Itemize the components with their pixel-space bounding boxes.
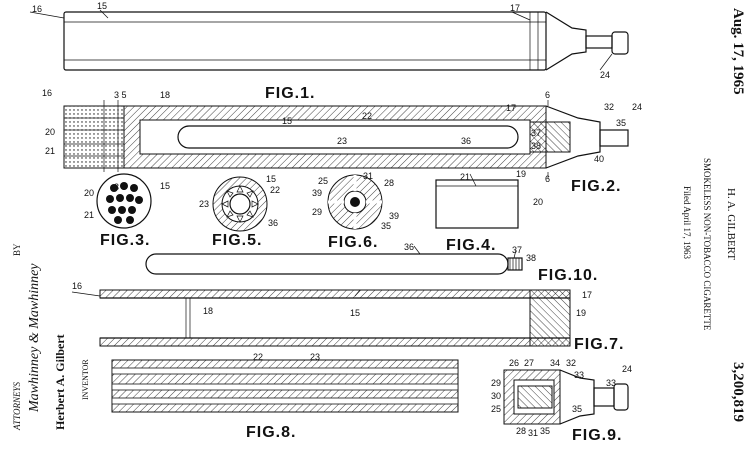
section-3-5-top: 3 5 [114,90,127,100]
fig6-drawing [328,175,382,229]
inventor-full-name: Herbert A. Gilbert [53,334,67,430]
ref-30-fig9: 30 [491,391,501,401]
ref-20-fig2: 20 [45,127,55,137]
fig4-drawing [436,174,518,228]
ref-27-fig9: 27 [524,358,534,368]
fig2-label: FIG.2. [571,178,621,195]
ref-20-fig3: 20 [84,188,94,198]
fig3-label: FIG.3. [100,232,150,249]
ref-19-fig2: 19 [516,169,526,179]
ref-26-fig9: 26 [509,358,519,368]
ref-17: 17 [510,3,520,13]
ref-23-fig5: 23 [199,199,209,209]
ref-36-fig2: 36 [461,136,471,146]
fig7-label: FIG.7. [574,336,624,353]
ref-40-fig2: 40 [594,154,604,164]
ref-22-fig5: 22 [270,185,280,195]
ref-32-fig2: 32 [604,102,614,112]
ref-34-fig9: 34 [550,358,560,368]
ref-15-fig2: 15 [282,116,292,126]
ref-25-fig9: 25 [491,404,501,414]
ref-35-fig2: 35 [616,118,626,128]
ref-32-fig9: 32 [566,358,576,368]
ref-22-fig8: 22 [253,352,263,362]
ref-24-fig9: 24 [622,364,632,374]
ref-15-fig3: 15 [160,181,170,191]
patent-number: 3,200,819 [730,362,746,422]
ref-21-fig4: 21 [460,172,470,182]
fig4-label: FIG.4. [446,237,496,254]
attorneys-label: ATTORNEYS [12,381,22,431]
ref-22-fig2: 22 [362,111,372,121]
section-6-bottom: 6 [545,174,550,184]
ref-39-fig6-right: 39 [389,211,399,221]
ref-15-fig5: 15 [266,174,276,184]
inventor-name-header: H. A. GILBERT [725,188,737,260]
ref-16-fig2: 16 [42,88,52,98]
ref-35-fig9: 35 [540,426,550,436]
fig7-drawing [72,290,570,346]
ref-31-fig6: 31 [363,171,373,181]
ref-39-fig6-left: 39 [312,188,322,198]
ref-28-fig6: 28 [384,178,394,188]
fig6-label: FIG.6. [328,234,378,251]
ref-37-fig2: 37 [531,128,541,138]
ref-36-fig5: 36 [268,218,278,228]
ref-37-fig10: 37 [512,245,522,255]
ref-38-fig2: 38 [531,141,541,151]
ref-18-fig7: 18 [203,306,213,316]
fig3-drawing [97,174,151,228]
ref-17-fig2: 17 [506,103,516,113]
ref-33-fig9-right: 33 [606,378,616,388]
ref-24: 24 [600,70,610,80]
ref-35-fig6: 35 [381,221,391,231]
inventor-caption: INVENTOR [81,359,90,400]
filed-date: Filed April 17, 1963 [682,186,692,260]
fig8-label: FIG.8. [246,424,296,441]
by-label: BY [12,243,22,256]
ref-28-fig9: 28 [516,426,526,436]
fig1-label: FIG.1. [265,85,315,102]
ref-15: 15 [97,1,107,11]
ref-36-fig10: 36 [404,242,414,252]
ref-18-fig2: 18 [160,90,170,100]
fig9-label: FIG.9. [572,427,622,444]
patent-date: Aug. 17, 1965 [730,8,746,95]
fig8-drawing [112,360,458,412]
ref-17-fig7: 17 [582,290,592,300]
ref-33-fig9-top: 33 [574,370,584,380]
section-6-top: 6 [545,90,550,100]
ref-38-fig10: 38 [526,253,536,263]
ref-31-fig9: 31 [528,428,538,438]
ref-21-fig3: 21 [84,210,94,220]
ref-24-fig2: 24 [632,102,642,112]
fig5-drawing [213,177,267,231]
ref-19-fig7: 19 [576,308,586,318]
fig5-label: FIG.5. [212,232,262,249]
patent-title: SMOKELESS NON-TOBACCO CIGARETTE [702,158,712,331]
attorney-signature: Mawhinney & Mawhinney [27,263,42,413]
ref-15-fig7: 15 [350,308,360,318]
ref-25-fig6: 25 [318,176,328,186]
ref-29-fig6: 29 [312,207,322,217]
ref-21-fig2: 21 [45,146,55,156]
ref-23-fig8: 23 [310,352,320,362]
ref-20-fig4: 20 [533,197,543,207]
fig1-drawing [30,10,628,70]
ref-29-fig9: 29 [491,378,501,388]
fig10-label: FIG.10. [538,267,598,284]
ref-16: 16 [32,4,42,14]
ref-23-fig2: 23 [337,136,347,146]
ref-35-fig9-right: 35 [572,404,582,414]
ref-16-fig7: 16 [72,281,82,291]
